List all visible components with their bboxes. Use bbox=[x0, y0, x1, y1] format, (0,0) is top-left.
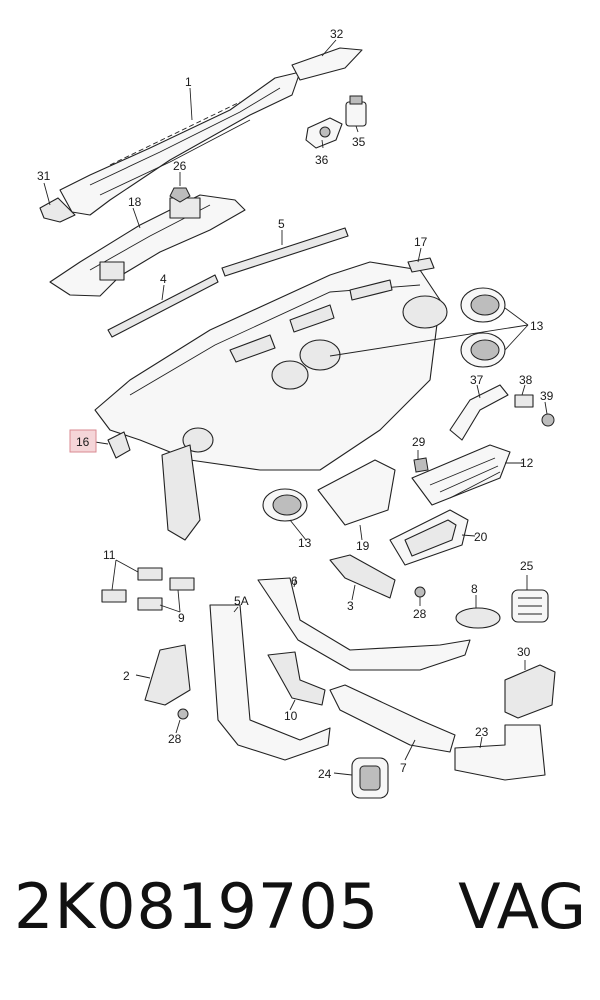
callout-3: 3 bbox=[347, 599, 354, 613]
callout-8: 8 bbox=[471, 582, 478, 596]
leader-lines bbox=[43, 39, 548, 776]
part-3-bracket bbox=[329, 554, 396, 599]
part-4-defroster-strip bbox=[107, 274, 219, 338]
part-24-grille bbox=[351, 757, 389, 799]
part-19-tray bbox=[317, 459, 396, 526]
part-30-vent-block bbox=[504, 664, 556, 719]
callout-32: 32 bbox=[330, 27, 344, 41]
part-9-clips bbox=[137, 577, 195, 611]
part-13-vent-left bbox=[262, 488, 308, 522]
callout-25: 25 bbox=[520, 559, 534, 573]
brand-name: VAG bbox=[458, 870, 586, 943]
part-6-duct bbox=[257, 577, 471, 671]
part-2-bracket bbox=[144, 644, 191, 706]
part-32-cowl-cap bbox=[291, 47, 363, 81]
callout-1: 1 bbox=[185, 75, 192, 89]
callout-12: 12 bbox=[520, 456, 534, 470]
part-36-sensor bbox=[305, 117, 343, 149]
part-8-cap bbox=[455, 607, 501, 629]
callout-23: 23 bbox=[475, 725, 489, 739]
part-38-bolt bbox=[514, 394, 534, 408]
callout-26: 26 bbox=[173, 159, 187, 173]
part-28-screw-left bbox=[177, 708, 189, 720]
callout-labels: 1 2 3 4 5 5A 6 7 8 9 10 11 12 13 13 16 1… bbox=[37, 27, 554, 781]
callout-19: 19 bbox=[356, 539, 370, 553]
part-1-cowl-panel bbox=[59, 71, 301, 216]
callout-37: 37 bbox=[470, 373, 484, 387]
part-16-end-cover bbox=[107, 431, 131, 459]
part-18-crossmember bbox=[49, 194, 246, 297]
part-25-grille bbox=[511, 589, 549, 623]
part-12-glovebox bbox=[411, 444, 511, 506]
part-17-clip bbox=[407, 257, 435, 273]
callout-4: 4 bbox=[160, 272, 167, 286]
part-20-console-insert bbox=[389, 509, 469, 566]
callout-20: 20 bbox=[474, 530, 488, 544]
part-37-hose bbox=[449, 384, 509, 441]
part-11-clips bbox=[101, 567, 163, 603]
part-35-sensor-plug bbox=[345, 95, 367, 127]
callout-31: 31 bbox=[37, 169, 51, 183]
callout-11: 11 bbox=[103, 548, 116, 562]
callout-13-upper: 13 bbox=[530, 319, 544, 333]
callout-6: 6 bbox=[291, 574, 298, 588]
part-23-duct bbox=[454, 724, 546, 781]
dashboard-panel bbox=[94, 261, 448, 471]
callout-10: 10 bbox=[284, 709, 298, 723]
part-13-vent-lower bbox=[460, 332, 506, 368]
callout-5: 5 bbox=[278, 217, 285, 231]
part-number: 2K0819705 bbox=[14, 870, 380, 943]
part-5A-duct bbox=[209, 604, 331, 761]
part-26-nut bbox=[169, 187, 191, 203]
callout-28-right: 28 bbox=[413, 607, 427, 621]
callout-9: 9 bbox=[178, 611, 185, 625]
part-29-clip bbox=[413, 457, 429, 473]
callout-5A: 5A bbox=[234, 594, 249, 608]
callout-7: 7 bbox=[400, 761, 407, 775]
callout-36: 36 bbox=[315, 153, 329, 167]
part-31-cowl-end bbox=[39, 197, 76, 223]
callout-35: 35 bbox=[352, 135, 366, 149]
callout-24: 24 bbox=[318, 767, 332, 781]
part-5-defroster-strip bbox=[221, 227, 349, 277]
part-7-duct bbox=[329, 684, 456, 753]
part-13-vent-upper bbox=[460, 287, 506, 323]
callout-29: 29 bbox=[412, 435, 426, 449]
highlight-box-16 bbox=[69, 429, 97, 453]
callout-13-lower: 13 bbox=[298, 536, 312, 550]
callout-17: 17 bbox=[414, 235, 428, 249]
part-39-grommet bbox=[541, 413, 555, 427]
callout-38: 38 bbox=[519, 373, 533, 387]
exploded-parts-diagram: 1 2 3 4 5 5A 6 7 8 9 10 11 12 13 13 16 1… bbox=[37, 27, 556, 799]
side-bracket bbox=[161, 444, 201, 541]
callout-18: 18 bbox=[128, 195, 142, 209]
callout-30: 30 bbox=[517, 645, 531, 659]
part-10-duct bbox=[267, 651, 326, 706]
callout-28-left: 28 bbox=[168, 732, 182, 746]
callout-39: 39 bbox=[540, 389, 554, 403]
part-28-screw-right bbox=[414, 586, 426, 598]
callout-16: 16 bbox=[76, 435, 90, 449]
callout-2: 2 bbox=[123, 669, 130, 683]
